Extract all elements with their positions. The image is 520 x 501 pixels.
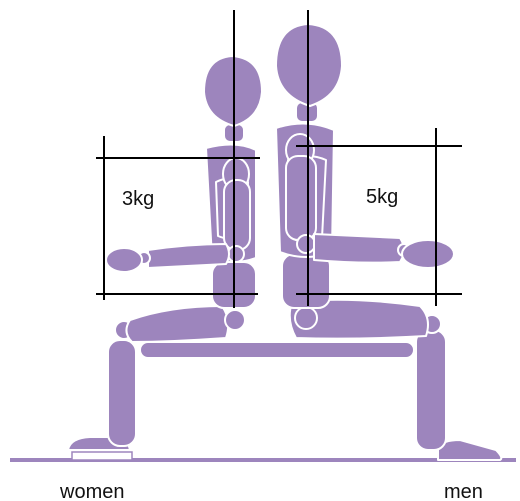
label-men: men	[444, 481, 483, 501]
man-mannequin	[276, 24, 501, 460]
label-women: women	[59, 481, 124, 501]
bench	[140, 342, 414, 358]
weight-label-women: 3kg	[122, 188, 154, 210]
woman-mannequin	[68, 56, 262, 450]
weight-label-men: 5kg	[366, 186, 398, 208]
